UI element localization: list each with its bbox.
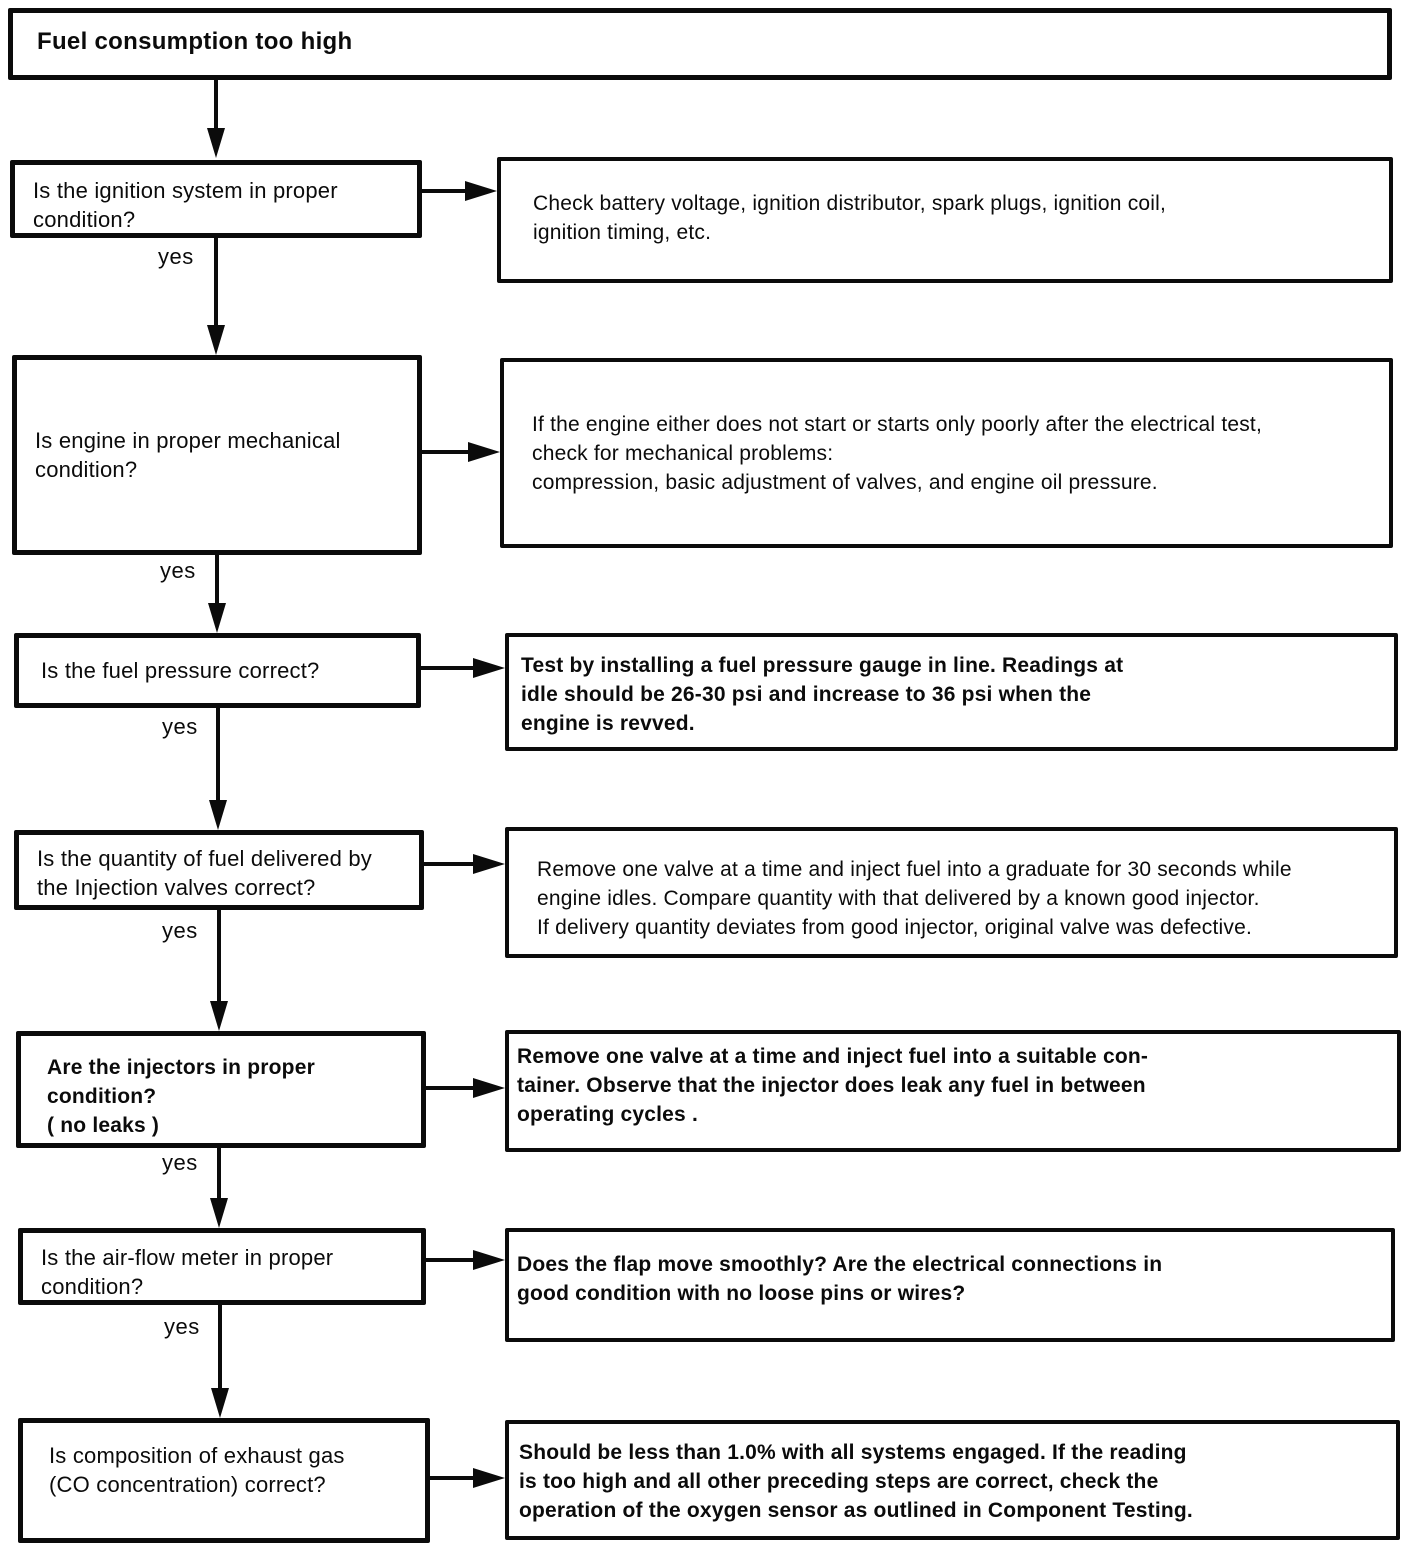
answer-text: Does the flap move smoothly? Are the ele… bbox=[517, 1253, 1163, 1305]
flow-line-vertical bbox=[215, 555, 219, 603]
yes-label: yes bbox=[162, 714, 198, 739]
answer-text: Test by installing a fuel pressure gauge… bbox=[521, 654, 1124, 735]
question-box-fuel-pressure: Is the fuel pressure correct? bbox=[14, 633, 421, 708]
title-box: Fuel consumption too high bbox=[8, 8, 1392, 80]
arrow-right-icon bbox=[473, 1078, 505, 1098]
flow-line-horizontal bbox=[426, 1086, 473, 1090]
arrow-right-icon bbox=[473, 1250, 505, 1270]
arrow-down-icon bbox=[207, 128, 225, 158]
yes-label: yes bbox=[158, 244, 194, 269]
flow-line-vertical bbox=[214, 238, 218, 325]
answer-box-airflow-meter: Does the flap move smoothly? Are the ele… bbox=[505, 1228, 1395, 1342]
question-text: Are the injectors in proper condition? (… bbox=[47, 1056, 315, 1137]
arrow-right-icon bbox=[465, 181, 497, 201]
question-text: Is the air-flow meter in proper conditio… bbox=[41, 1245, 334, 1299]
flow-line-vertical bbox=[218, 1305, 222, 1388]
arrow-down-icon bbox=[209, 800, 227, 830]
answer-text: Remove one valve at a time and inject fu… bbox=[517, 1045, 1149, 1126]
question-box-injector-leaks: Are the injectors in proper condition? (… bbox=[16, 1031, 426, 1148]
yes-label: yes bbox=[160, 558, 196, 583]
answer-box-fuel-quantity: Remove one valve at a time and inject fu… bbox=[505, 827, 1398, 958]
answer-box-injector-leaks: Remove one valve at a time and inject fu… bbox=[505, 1030, 1401, 1152]
flow-line-vertical bbox=[214, 80, 218, 128]
arrow-down-icon bbox=[208, 603, 226, 633]
answer-text: Check battery voltage, ignition distribu… bbox=[533, 192, 1167, 244]
flowchart-title: Fuel consumption too high bbox=[37, 28, 353, 55]
answer-box-exhaust-gas: Should be less than 1.0% with all system… bbox=[505, 1420, 1400, 1540]
flow-line-vertical bbox=[216, 708, 220, 800]
flow-line-horizontal bbox=[424, 862, 473, 866]
question-box-engine-mechanical: Is engine in proper mechanical condition… bbox=[12, 355, 422, 555]
flow-line-vertical bbox=[217, 910, 221, 1001]
arrow-down-icon bbox=[210, 1198, 228, 1228]
arrow-down-icon bbox=[210, 1001, 228, 1031]
question-box-airflow-meter: Is the air-flow meter in proper conditio… bbox=[18, 1228, 426, 1305]
answer-text: Should be less than 1.0% with all system… bbox=[519, 1441, 1193, 1522]
yes-label: yes bbox=[164, 1314, 200, 1339]
flow-line-horizontal bbox=[426, 1258, 473, 1262]
question-box-fuel-quantity: Is the quantity of fuel delivered by the… bbox=[14, 830, 424, 910]
question-text: Is the ignition system in proper conditi… bbox=[33, 178, 338, 232]
answer-box-ignition: Check battery voltage, ignition distribu… bbox=[497, 157, 1393, 283]
arrow-right-icon bbox=[468, 442, 500, 462]
question-text: Is the fuel pressure correct? bbox=[41, 658, 320, 683]
question-text: Is the quantity of fuel delivered by the… bbox=[37, 846, 372, 900]
flow-line-horizontal bbox=[430, 1476, 473, 1480]
flow-line-horizontal bbox=[422, 189, 465, 193]
answer-box-engine-mechanical: If the engine either does not start or s… bbox=[500, 358, 1393, 548]
question-box-ignition: Is the ignition system in proper conditi… bbox=[10, 160, 422, 238]
arrow-down-icon bbox=[211, 1388, 229, 1418]
arrow-down-icon bbox=[207, 325, 225, 355]
question-box-exhaust-gas: Is composition of exhaust gas (CO concen… bbox=[18, 1418, 430, 1543]
yes-label: yes bbox=[162, 1150, 198, 1175]
flow-line-horizontal bbox=[422, 450, 468, 454]
flow-line-vertical bbox=[217, 1148, 221, 1198]
arrow-right-icon bbox=[473, 1468, 505, 1488]
question-text: Is engine in proper mechanical condition… bbox=[35, 428, 341, 482]
arrow-right-icon bbox=[473, 854, 505, 874]
answer-text: If the engine either does not start or s… bbox=[532, 412, 1262, 494]
answer-box-fuel-pressure: Test by installing a fuel pressure gauge… bbox=[505, 633, 1398, 751]
answer-text: Remove one valve at a time and inject fu… bbox=[537, 858, 1292, 939]
flow-line-horizontal bbox=[421, 666, 473, 670]
question-text: Is composition of exhaust gas (CO concen… bbox=[49, 1443, 345, 1497]
yes-label: yes bbox=[162, 918, 198, 943]
arrow-right-icon bbox=[473, 658, 505, 678]
